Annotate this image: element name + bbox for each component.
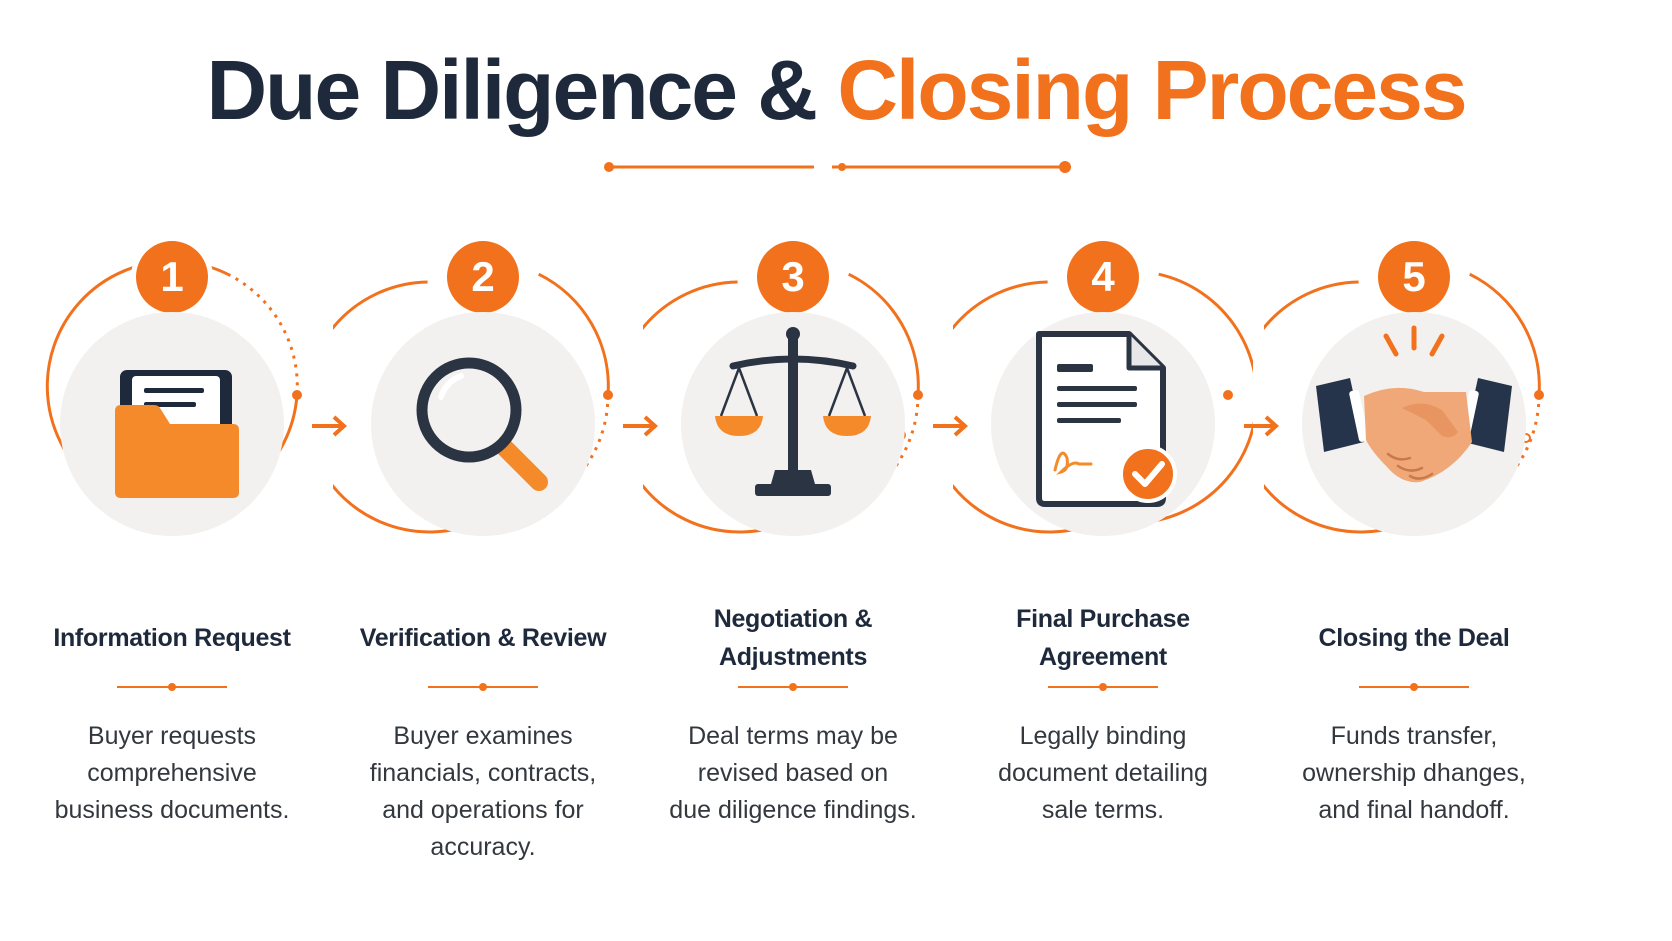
step-icon-disc [371,312,595,536]
step-4: 4 Final Purchase Agreement Legally bindi… [953,230,1253,880]
step-number-badge: 1 [136,241,208,313]
step-title: Final Purchase Agreement [1016,605,1190,671]
step-1: 1 Information Request Buyer requests com… [22,230,322,880]
step-number-badge: 2 [447,241,519,313]
step-title: Negotiation & Adjustments [713,605,873,671]
step-divider [428,683,538,691]
step-description: Funds transfer, ownership dhanges, and f… [1302,722,1526,824]
step-title: Closing the Deal [1318,624,1510,652]
step-icon-disc [681,312,905,536]
step-2: 2 Verification & Review Buyer examines f… [333,230,633,880]
arrow-right-icon [623,415,658,437]
title-divider [604,161,1071,173]
contract-icon [1036,331,1177,507]
step-number-badge: 3 [757,241,829,313]
step-description: Legally binding document detailing sale … [998,722,1208,824]
step-divider [738,683,848,691]
arrow-right-icon [312,415,347,437]
step-number-badge: 4 [1067,241,1139,313]
step-icon-disc [1302,312,1526,536]
step-icon-disc [991,312,1215,536]
step-title: Information Request [53,624,291,652]
title-part-2: Closing Process [837,43,1467,137]
step-divider [1359,683,1469,691]
title-part-1: Due Diligence [206,43,737,137]
folder-icon [115,370,239,498]
magnifier-icon [416,357,548,491]
handshake-icon [1316,325,1512,483]
step-5: 5 Closing the Deal Funds transfer, owner… [1264,230,1564,880]
page-title: Due Diligence & Closing Process [0,40,1672,140]
arrow-right-icon [933,415,968,437]
scales-icon [715,327,871,496]
step-divider [1048,683,1158,691]
step-number-badge: 5 [1378,241,1450,313]
arrow-right-icon [1244,415,1279,437]
step-title: Verification & Review [359,624,607,652]
step-icon-disc [60,312,284,536]
step-description: Buyer examines financials, contracts, an… [369,722,597,861]
step-3: 3 Negotiation & Adjustments Deal terms m… [643,230,943,880]
step-description: Deal terms may be revised based on due d… [669,722,917,824]
step-description: Buyer requests comprehensive business do… [54,722,290,824]
title-connector: & [757,43,818,137]
step-divider [117,683,227,691]
